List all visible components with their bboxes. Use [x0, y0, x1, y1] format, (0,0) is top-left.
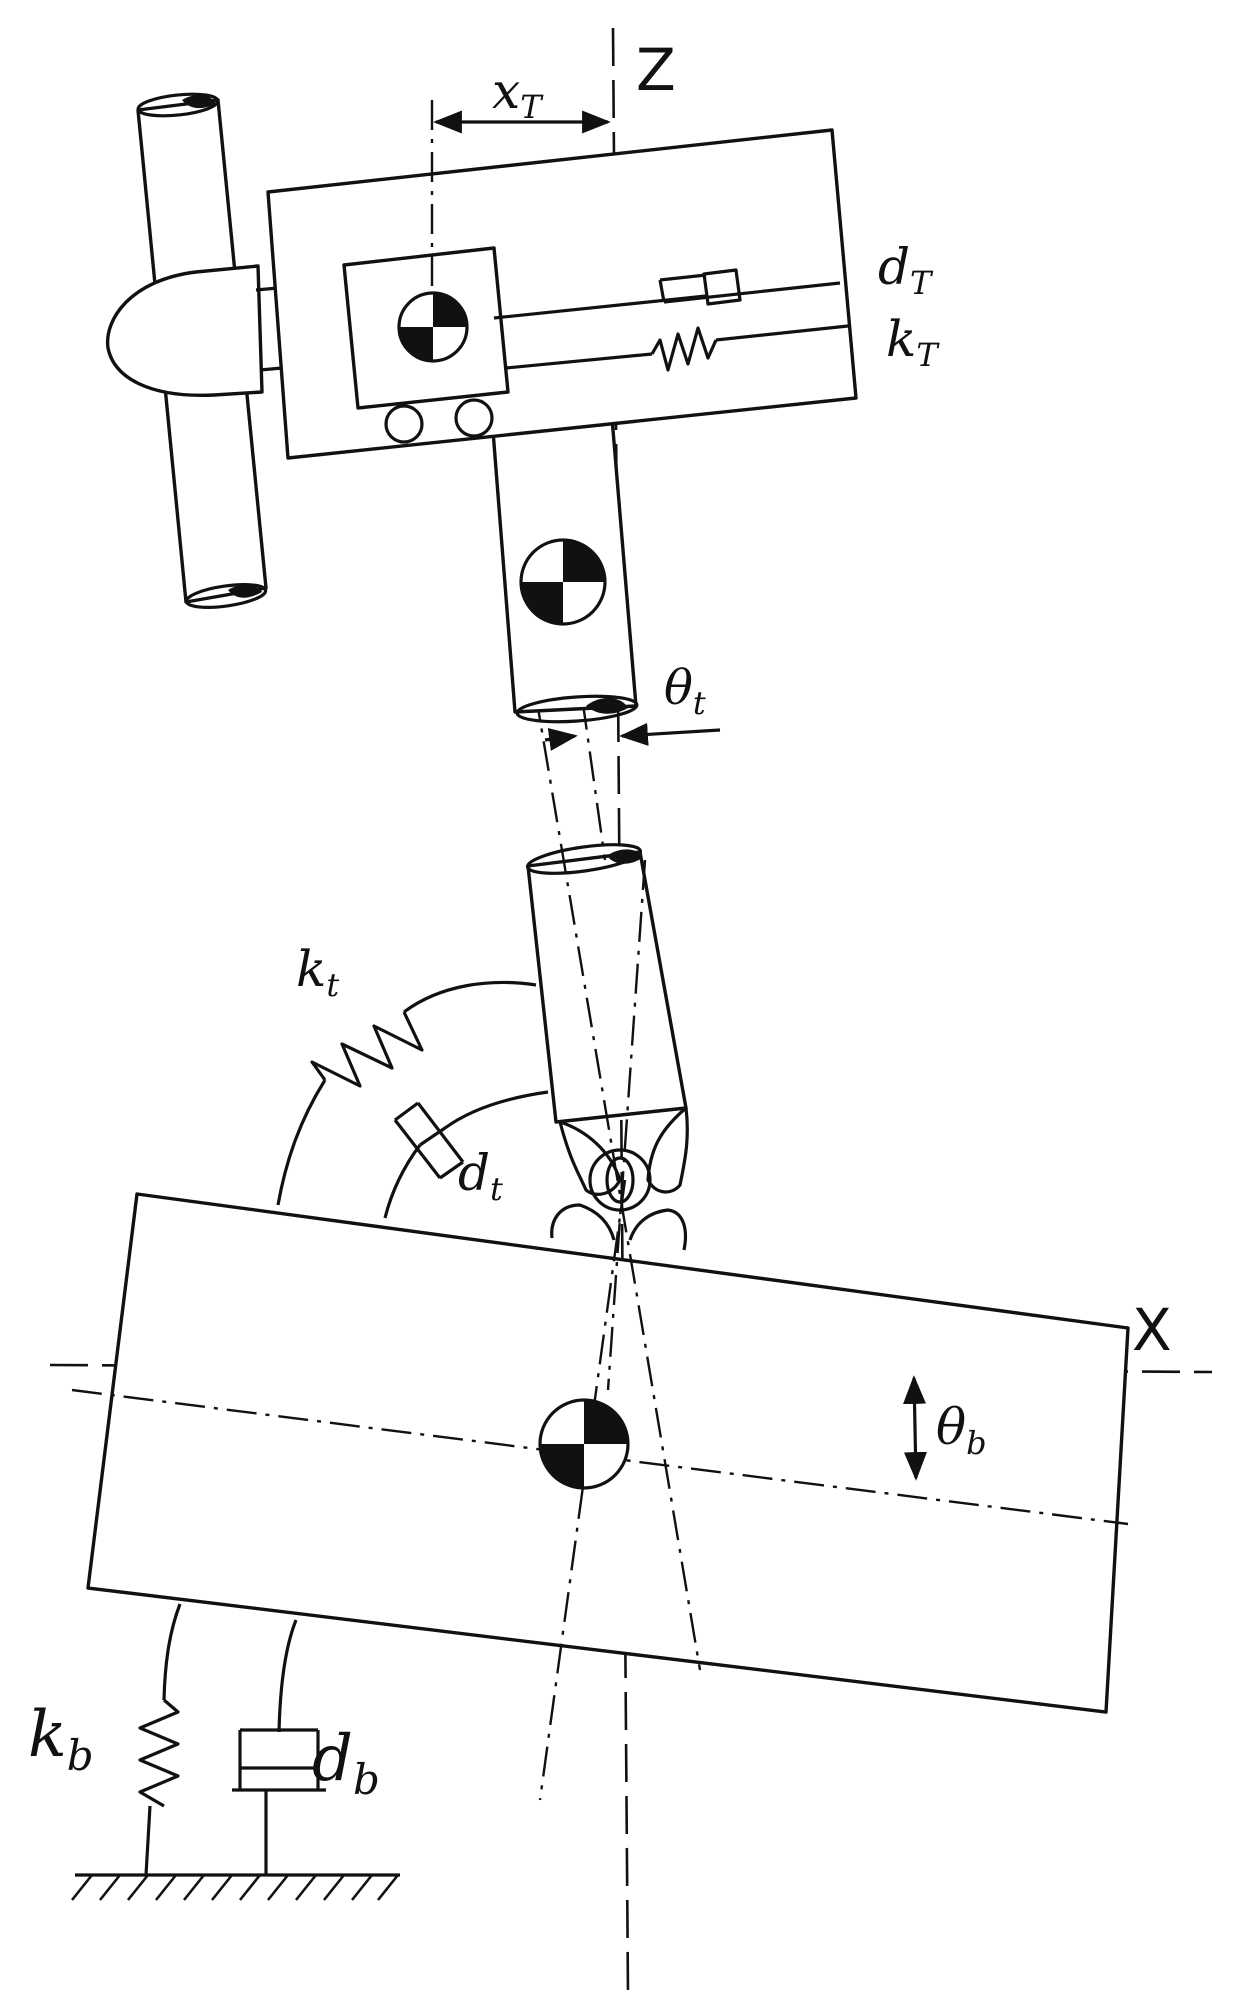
lower-tower-cut-mark	[607, 849, 642, 864]
label-dt: dt	[458, 1144, 503, 1208]
mooring-kb-line	[162, 1603, 182, 1701]
tmd-center-of-mass	[397, 291, 469, 363]
ground-hatching	[70, 1874, 400, 1901]
label-kT: kT	[886, 310, 940, 374]
spring-kt-coil	[310, 1011, 424, 1088]
label-kb: kb	[28, 1698, 94, 1780]
mooring-system	[70, 1603, 400, 1901]
blade-top-cut-mark	[182, 95, 216, 109]
label-theta-b: θb	[936, 1398, 987, 1462]
upper-tower-cut-mark	[586, 697, 628, 714]
label-db: db	[312, 1722, 380, 1804]
damper-db-cylinder	[232, 1728, 326, 1792]
spring-kt-inner-arc	[403, 980, 537, 1014]
hinge-upper-clamp-right	[646, 1106, 689, 1194]
lower-centreline-c	[606, 859, 647, 1391]
x-axis-label: X	[1132, 1296, 1172, 1364]
z-axis-label: Z	[636, 36, 676, 104]
damper-dt-lower-arc	[383, 1144, 422, 1219]
spring-kb-to-ground	[144, 1805, 152, 1876]
spring-kb-coil	[138, 1698, 180, 1808]
damper-dt-piston	[419, 1090, 549, 1147]
upper-tower-bottom-end	[515, 694, 639, 724]
platform-center-of-mass	[538, 1398, 630, 1490]
rotor-hub	[105, 264, 264, 397]
theta-t-arrow-left	[544, 728, 578, 751]
lower-centreline-a	[533, 689, 702, 1671]
tmd-roller-right	[454, 398, 494, 438]
tmd-roller-left	[384, 404, 424, 444]
blade-bottom-end	[184, 583, 268, 609]
mooring-db-line	[277, 1619, 298, 1733]
tower-base-rotational-spring-damper	[276, 980, 549, 1219]
label-xT: xT	[492, 62, 544, 126]
tower-base-hinge	[550, 1106, 689, 1251]
dimension-xT	[430, 100, 611, 294]
angle-theta-t	[544, 722, 721, 751]
lower-centreline-b	[538, 1179, 627, 1801]
spring-kt-outer-arc	[276, 1079, 327, 1206]
rotor	[105, 92, 284, 609]
angle-theta-b	[903, 1375, 927, 1481]
label-theta-t: θt	[664, 660, 706, 722]
blade-bottom-cut-mark	[228, 584, 262, 598]
label-kt: kt	[296, 940, 339, 1004]
label-dT: dT	[878, 238, 934, 302]
tower-center-of-mass	[519, 538, 607, 626]
theta-t-arrow-right	[619, 722, 721, 746]
lower-tower-section	[525, 843, 688, 1124]
tmd-spring-kT	[505, 324, 849, 372]
hinge-pin-inner	[605, 1156, 635, 1204]
theta-b-arrow	[903, 1375, 927, 1481]
hinge-lower-mount	[550, 1203, 688, 1251]
lower-tower-segment	[526, 850, 688, 1124]
blade-top-end	[136, 92, 220, 118]
hinge-upper-clamp	[558, 1120, 622, 1196]
tmd-damper-dT	[493, 268, 841, 320]
hinge-pin-outer	[588, 1148, 652, 1212]
lower-tower-top-end	[525, 843, 643, 875]
upper-tower-section	[490, 416, 639, 724]
nacelle	[266, 128, 858, 460]
